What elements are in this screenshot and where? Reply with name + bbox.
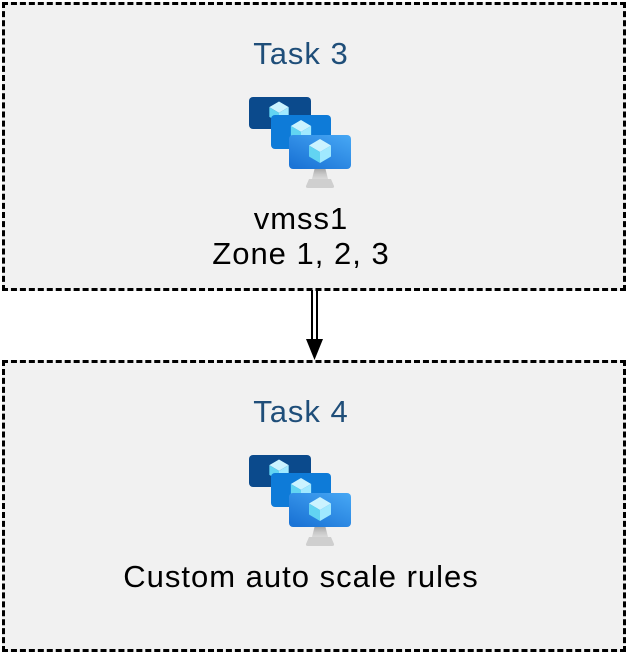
task-3-labels: vmss1 Zone 1, 2, 3	[212, 201, 389, 271]
task-box-3-content: Task 3 vmss1 Zone 1, 2, 3	[212, 5, 389, 271]
down-arrow-icon	[306, 290, 323, 360]
autoscale-rules-label: Custom auto scale rules	[123, 559, 479, 594]
vm-scale-sets-icon	[249, 455, 353, 549]
task-box-4-content: Task 4 Custom auto scale rules	[123, 363, 479, 594]
vmss-name-label: vmss1	[253, 201, 349, 236]
zone-label: Zone 1, 2, 3	[212, 236, 390, 271]
task-4-title: Task 4	[253, 394, 349, 429]
task-box-3: Task 3 vmss1 Zone 1, 2, 3	[2, 2, 626, 291]
task-box-4: Task 4 Custom auto scale rules	[2, 360, 626, 652]
task-4-labels: Custom auto scale rules	[123, 559, 479, 594]
vm-scale-sets-icon	[249, 97, 353, 191]
task-3-title: Task 3	[253, 36, 349, 71]
